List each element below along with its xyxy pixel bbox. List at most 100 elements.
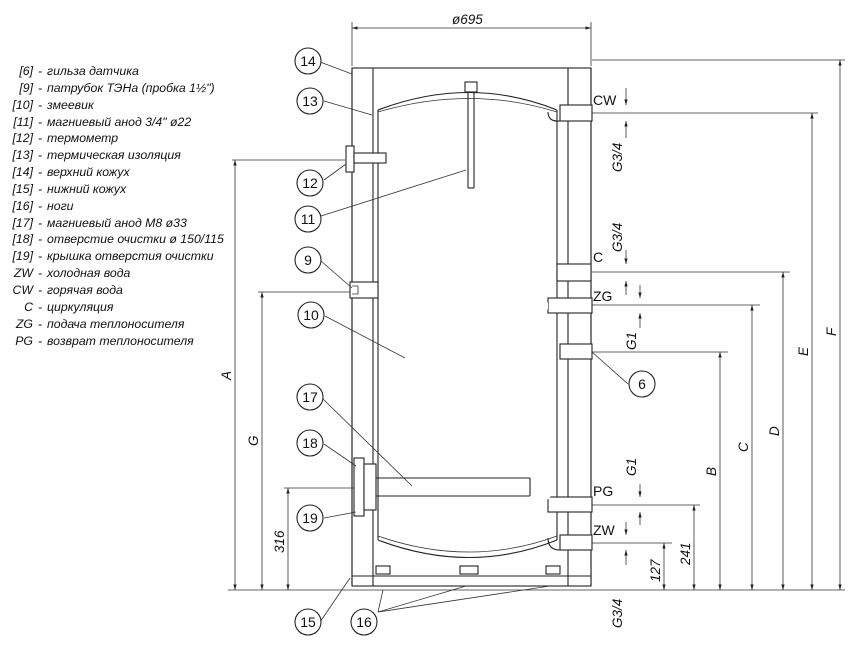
callout-19-text: 19 <box>302 510 318 526</box>
callout-14-text: 14 <box>300 53 316 69</box>
diameter-label: ø695 <box>452 12 483 27</box>
legend-text: термическая изоляция <box>47 148 181 163</box>
callout-10: 10 <box>297 301 325 329</box>
legend-dash: - <box>37 165 43 180</box>
legend-dash: - <box>37 80 43 95</box>
legend-item: [17]-магниевый анод M8 ø33 <box>6 215 224 232</box>
legend-item: [16]-ноги <box>6 198 224 215</box>
legend-item: C-циркуляция <box>6 299 224 316</box>
dim-g-label: G <box>246 435 261 446</box>
callout-9: 9 <box>294 246 322 274</box>
dim-a-label: A <box>219 371 234 381</box>
legend-code: C <box>24 299 33 314</box>
legend-dash: - <box>37 181 43 196</box>
legend-item: [6]-гильза датчика <box>6 63 224 80</box>
legend-text: патрубок ТЭНа (пробка 1½") <box>47 80 215 95</box>
callout-10-text: 10 <box>303 307 319 323</box>
legend-code: [19] <box>12 249 33 264</box>
callout-16-text: 16 <box>356 614 372 630</box>
cleaning-hatch <box>353 457 531 517</box>
legend-item: ZG-подача теплоносителя <box>6 316 224 333</box>
callout-18: 18 <box>296 429 324 457</box>
legend-text: гильза датчика <box>47 64 139 78</box>
legend-dash: - <box>37 114 43 129</box>
dim-c-label: C <box>736 442 751 452</box>
legend-code: [15] <box>12 181 33 196</box>
legend-item: CW-горячая вода <box>6 282 224 299</box>
callout-11: 11 <box>294 205 322 233</box>
callout-19: 19 <box>296 504 324 532</box>
legend-text: верхний кожух <box>47 165 130 180</box>
legend-item: [9]-патрубок ТЭНа (пробка 1½") <box>6 80 224 97</box>
right-pipes <box>547 104 593 551</box>
legend-code: CW <box>12 282 34 297</box>
callout-9-text: 9 <box>304 252 312 268</box>
legend-text: горячая вода <box>47 282 123 297</box>
connection-cw-label: CW <box>593 92 617 108</box>
dim-g34-circ-label: G3/4 <box>610 223 625 252</box>
legend-text: змеевик <box>47 97 94 112</box>
legend-code: [16] <box>12 198 33 213</box>
callout-15: 15 <box>294 608 322 636</box>
legend-dash: - <box>37 299 43 314</box>
callout-11-text: 11 <box>301 211 316 227</box>
legend-code: ZW <box>13 266 33 281</box>
legend-item: ZW-холодная вода <box>6 265 224 282</box>
callout-14: 14 <box>294 47 322 75</box>
callout-13-text: 13 <box>302 93 318 109</box>
legend-dash: - <box>37 249 43 264</box>
legend-text: нижний кожух <box>47 181 127 196</box>
legend-text: ноги <box>47 198 74 213</box>
callout-12-text: 12 <box>302 175 318 191</box>
legend-text: крышка отверстия очистки <box>47 249 214 264</box>
legend-dash: - <box>37 316 43 331</box>
dim-b-label: B <box>704 467 719 476</box>
legend-text: возврат теплоносителя <box>47 333 194 348</box>
legend-dash: - <box>37 215 43 230</box>
callout-6: 6 <box>628 370 656 398</box>
dim-241-label: 241 <box>678 542 693 566</box>
legend-text: магниевый анод 3/4" ø22 <box>47 114 192 129</box>
legend-item: [19]-крышка отверстия очистки <box>6 248 224 265</box>
heating-coil <box>392 302 554 526</box>
legend-code: [18] <box>12 232 33 247</box>
dim-e-label: E <box>796 346 811 356</box>
legend-code: [9] <box>19 80 33 95</box>
legend-item: [10]-змеевик <box>6 97 224 114</box>
legend-code: PG <box>15 333 33 348</box>
legend-code: [6] <box>19 64 33 78</box>
dim-g34-bottom-label: G3/4 <box>610 599 625 628</box>
legend-dash: - <box>37 148 43 163</box>
legend-item: [11]-магниевый анод 3/4" ø22 <box>6 114 224 131</box>
legend-dash: - <box>37 64 43 78</box>
legend-dash: - <box>37 266 43 281</box>
legend-dash: - <box>37 131 43 146</box>
anode-top <box>464 81 478 189</box>
legend-dash: - <box>37 198 43 213</box>
legend-text: отверстие очистки ø 150/115 <box>47 232 224 247</box>
legend-code: [17] <box>12 215 33 230</box>
dim-f-label: F <box>824 327 839 336</box>
legend-item: [12]-термометр <box>6 130 224 147</box>
legend-text: циркуляция <box>47 299 114 314</box>
legend-dash: - <box>37 97 43 112</box>
legend-text: термометр <box>47 131 119 146</box>
legend-text: магниевый анод M8 ø33 <box>47 215 187 230</box>
callout-15-text: 15 <box>300 614 316 630</box>
dimension-lines <box>228 22 845 591</box>
inner-tank <box>377 91 558 559</box>
connection-pg-label: PG <box>593 483 613 499</box>
legend-code: [11] <box>13 114 33 129</box>
legend-dash: - <box>37 282 43 297</box>
heater-nozzle <box>349 281 379 299</box>
dim-d-label: D <box>767 426 782 436</box>
callout-18-text: 18 <box>302 435 318 451</box>
legend-text: холодная вода <box>47 266 131 281</box>
legend-code: [12] <box>12 131 33 146</box>
dim-127-label: 127 <box>648 559 663 582</box>
dim-g34-top-label: G3/4 <box>610 143 625 172</box>
dim-316-label: 316 <box>272 530 287 553</box>
callout-13: 13 <box>296 87 324 115</box>
legend-item: [14]-верхний кожух <box>6 164 224 181</box>
